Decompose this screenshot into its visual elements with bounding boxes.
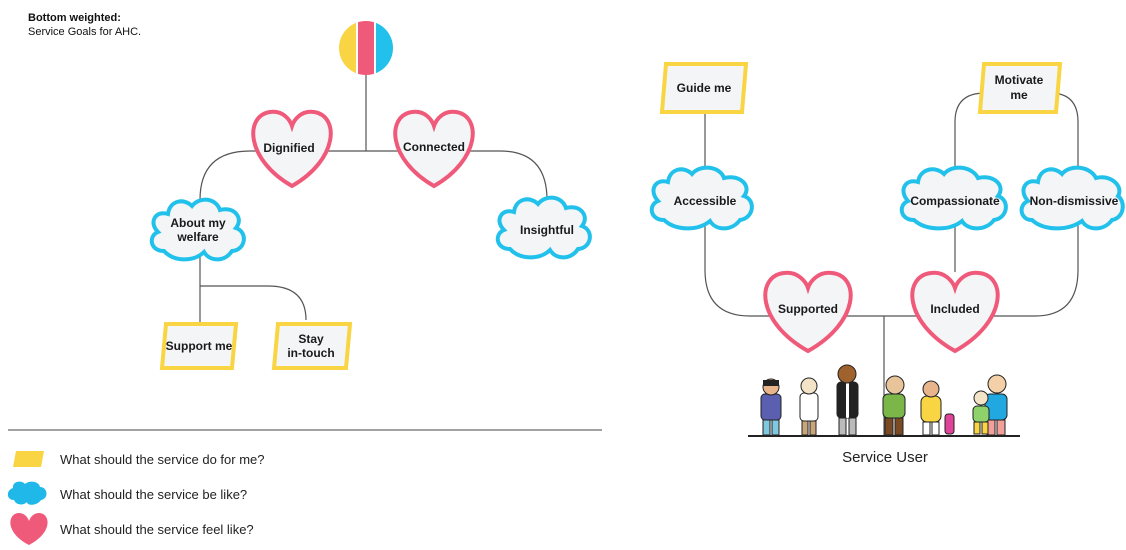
cloud-non-dismissive: Non-dismissive xyxy=(1019,165,1125,231)
label-connected: Connected xyxy=(403,140,465,154)
cloud-accessible: Accessible xyxy=(649,165,754,231)
cloud-about-my-welfare: About my welfare xyxy=(149,197,246,262)
sticky-note-icon xyxy=(977,62,1063,114)
cloud-icon xyxy=(7,481,47,505)
page-title: Bottom weighted: xyxy=(28,12,121,24)
heart-dignified: Dignified xyxy=(251,109,333,189)
label-accessible: Accessible xyxy=(674,194,737,208)
service-user-caption: Service User xyxy=(842,449,928,466)
cloud-icon xyxy=(649,165,754,231)
label-guide-me: Guide me xyxy=(677,81,732,95)
sticky-note-icon xyxy=(659,62,749,114)
legend-feeling-label: What should the service feel like? xyxy=(60,522,254,537)
label-dignified: Dignified xyxy=(263,141,314,155)
heart-icon xyxy=(251,109,333,189)
label-support-me: Support me xyxy=(166,339,233,353)
page-subtitle: Service Goals for AHC. xyxy=(28,26,142,38)
label-about-line2: welfare xyxy=(176,230,219,244)
label-motivate-line1: Motivate xyxy=(995,73,1044,87)
sticky-note-icon xyxy=(159,322,239,370)
person-figure xyxy=(760,378,782,436)
cloud-icon xyxy=(495,195,592,260)
note-stay-in-touch: Stay in-touch xyxy=(271,322,353,370)
cloud-icon xyxy=(899,165,1008,231)
legend-quality-label: What should the service be like? xyxy=(60,487,248,502)
label-stay-line2: in-touch xyxy=(287,346,334,360)
logo xyxy=(339,21,393,75)
note-support-me: Support me xyxy=(159,322,239,370)
cloud-icon xyxy=(149,197,246,262)
heart-icon xyxy=(763,270,853,354)
person-figure xyxy=(920,380,955,436)
cloud-icon xyxy=(1019,165,1125,231)
label-motivate-line2: me xyxy=(1010,88,1028,102)
label-stay-line1: Stay xyxy=(298,332,324,346)
person-figure xyxy=(972,374,1008,436)
person-figure xyxy=(799,377,819,436)
heart-connected: Connected xyxy=(393,109,475,189)
note-motivate-me: Motivate me xyxy=(977,62,1063,114)
label-compassionate: Compassionate xyxy=(910,194,1000,208)
label-about-line1: About my xyxy=(170,216,226,230)
note-guide-me: Guide me xyxy=(659,62,749,114)
heart-icon xyxy=(10,513,48,545)
heart-icon xyxy=(393,109,475,189)
heart-icon xyxy=(910,270,1000,354)
left-connectors xyxy=(199,74,548,324)
label-included: Included xyxy=(930,302,979,316)
sticky-note-icon xyxy=(13,451,44,467)
person-figure xyxy=(836,364,859,436)
service-users-illustration xyxy=(748,364,1020,437)
sticky-note-icon xyxy=(271,322,353,370)
heart-supported: Supported xyxy=(763,270,853,354)
person-figure xyxy=(882,375,906,436)
heart-included: Included xyxy=(910,270,1000,354)
label-insightful: Insightful xyxy=(520,223,574,237)
legend-action-label: What should the service do for me? xyxy=(60,452,265,467)
label-non-dismissive: Non-dismissive xyxy=(1030,194,1119,208)
cloud-compassionate: Compassionate xyxy=(899,165,1008,231)
label-supported: Supported xyxy=(778,302,838,316)
cloud-insightful: Insightful xyxy=(495,195,592,260)
